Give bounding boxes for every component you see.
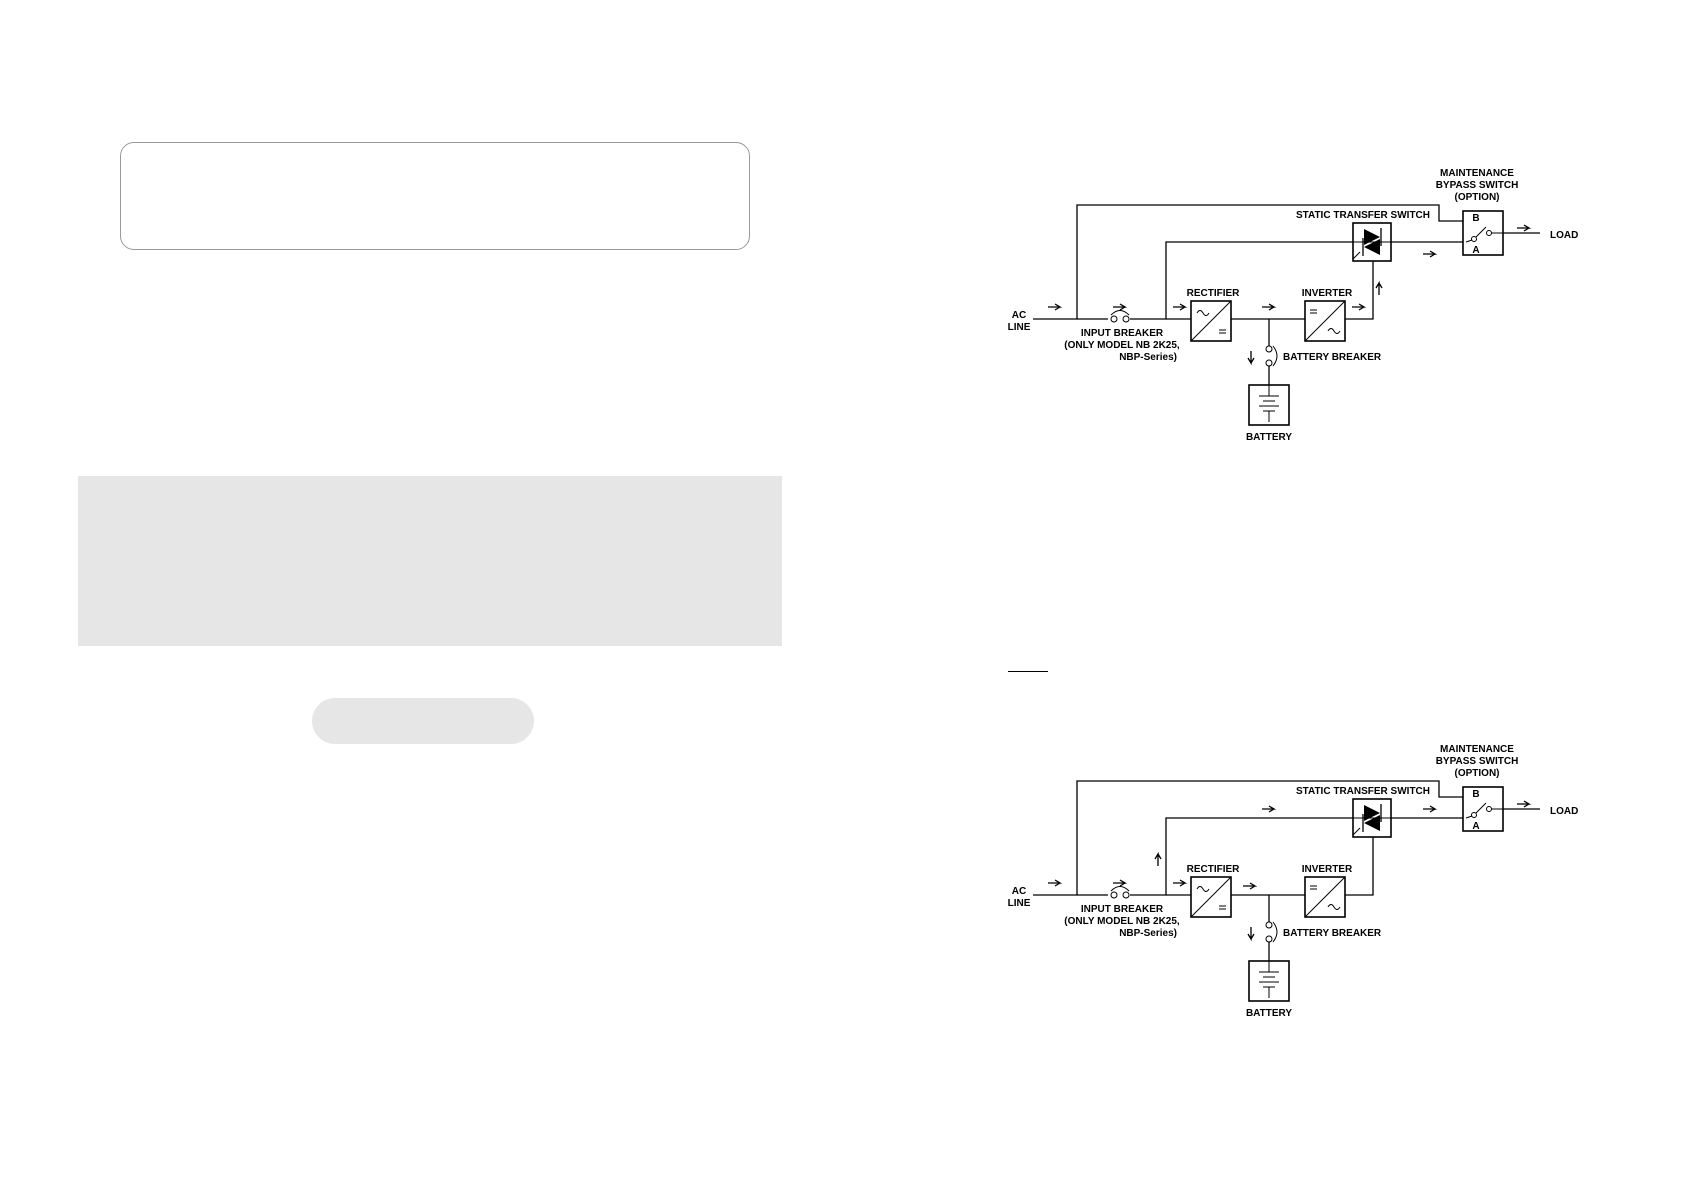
inverter-block [1304, 300, 1346, 342]
input-breaker-symbol [1110, 310, 1130, 323]
battery-label: BATTERY [1246, 1008, 1292, 1019]
switch-a-label: A [1472, 245, 1479, 256]
inverter-label: INVERTER [1302, 288, 1353, 299]
input-breaker-note: (ONLY MODEL NB 2K25, [1064, 916, 1180, 927]
ups-diagram-normal: MAINTENANCE BYPASS SWITCH (OPTION) STATI… [1008, 168, 1579, 443]
rectifier-block [1190, 876, 1232, 918]
battery-breaker-symbol [1265, 345, 1278, 367]
line-label: LINE [1008, 898, 1031, 909]
static-transfer-switch [1352, 222, 1392, 262]
battery-breaker-label: BATTERY BREAKER [1283, 928, 1382, 939]
maintenance-label: MAINTENANCE [1440, 744, 1514, 755]
static-switch-label: STATIC TRANSFER SWITCH [1296, 786, 1430, 797]
input-breaker-symbol [1110, 886, 1130, 899]
battery-breaker-label: BATTERY BREAKER [1283, 352, 1382, 363]
switch-b-label: B [1472, 213, 1479, 224]
input-breaker-models: NBP-Series) [1119, 928, 1177, 939]
ups-diagram-bypass: MAINTENANCE BYPASS SWITCH (OPTION) STATI… [1008, 744, 1579, 1019]
flow-arrows [1048, 800, 1532, 942]
bypass-switch-label: BYPASS SWITCH [1436, 180, 1519, 191]
switch-b-label: B [1472, 789, 1479, 800]
ac-label: AC [1012, 310, 1026, 321]
battery-block [1248, 384, 1290, 426]
flow-arrows [1048, 224, 1532, 366]
option-label: (OPTION) [1455, 768, 1500, 779]
static-transfer-switch [1352, 798, 1392, 838]
heading-underline [1008, 671, 1048, 672]
load-label: LOAD [1550, 806, 1578, 817]
rounded-frame [120, 142, 750, 250]
rectifier-block [1190, 300, 1232, 342]
load-label: LOAD [1550, 230, 1578, 241]
battery-label: BATTERY [1246, 432, 1292, 443]
battery-breaker-symbol [1265, 921, 1278, 943]
rectifier-label: RECTIFIER [1187, 864, 1241, 875]
maintenance-label: MAINTENANCE [1440, 168, 1514, 179]
line-label: LINE [1008, 322, 1031, 333]
option-label: (OPTION) [1455, 192, 1500, 203]
bypass-switch-label: BYPASS SWITCH [1436, 756, 1519, 767]
inverter-label: INVERTER [1302, 864, 1353, 875]
switch-a-label: A [1472, 821, 1479, 832]
rectifier-label: RECTIFIER [1187, 288, 1241, 299]
input-breaker-label: INPUT BREAKER [1081, 904, 1164, 915]
grey-pill [312, 698, 534, 744]
input-breaker-models: NBP-Series) [1119, 352, 1177, 363]
battery-block [1248, 960, 1290, 1002]
inverter-block [1304, 876, 1346, 918]
static-switch-label: STATIC TRANSFER SWITCH [1296, 210, 1430, 221]
maintenance-bypass-switch: B A [1462, 786, 1504, 832]
maintenance-bypass-switch: B A [1462, 210, 1504, 256]
input-breaker-label: INPUT BREAKER [1081, 328, 1164, 339]
grey-panel [78, 476, 782, 646]
ac-label: AC [1012, 886, 1026, 897]
input-breaker-note: (ONLY MODEL NB 2K25, [1064, 340, 1180, 351]
